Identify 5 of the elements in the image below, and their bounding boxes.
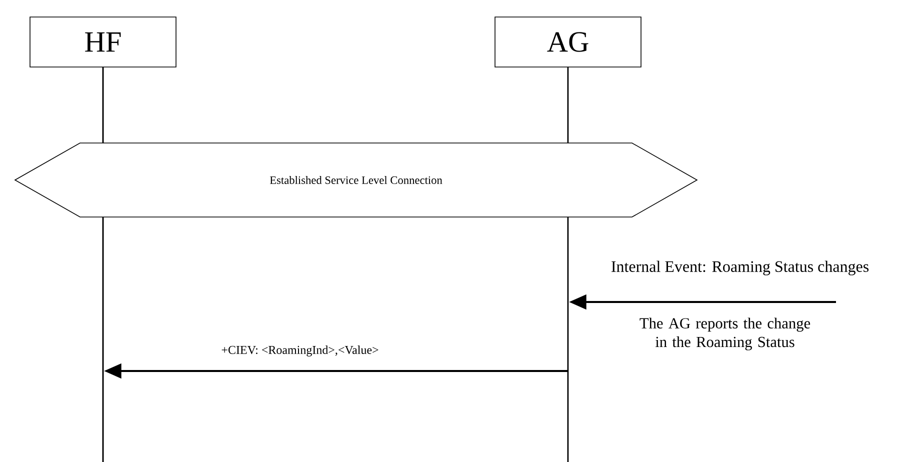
message-label: Internal Event: Roaming Status changes bbox=[612, 260, 869, 276]
message-label: +CIEV: <RoamingInd>,<Value> bbox=[222, 346, 378, 356]
note-text: The AG reports the change in the Roaming Status bbox=[640, 318, 810, 350]
participant-box: AG bbox=[494, 16, 642, 68]
participant-box: HF bbox=[30, 16, 176, 68]
